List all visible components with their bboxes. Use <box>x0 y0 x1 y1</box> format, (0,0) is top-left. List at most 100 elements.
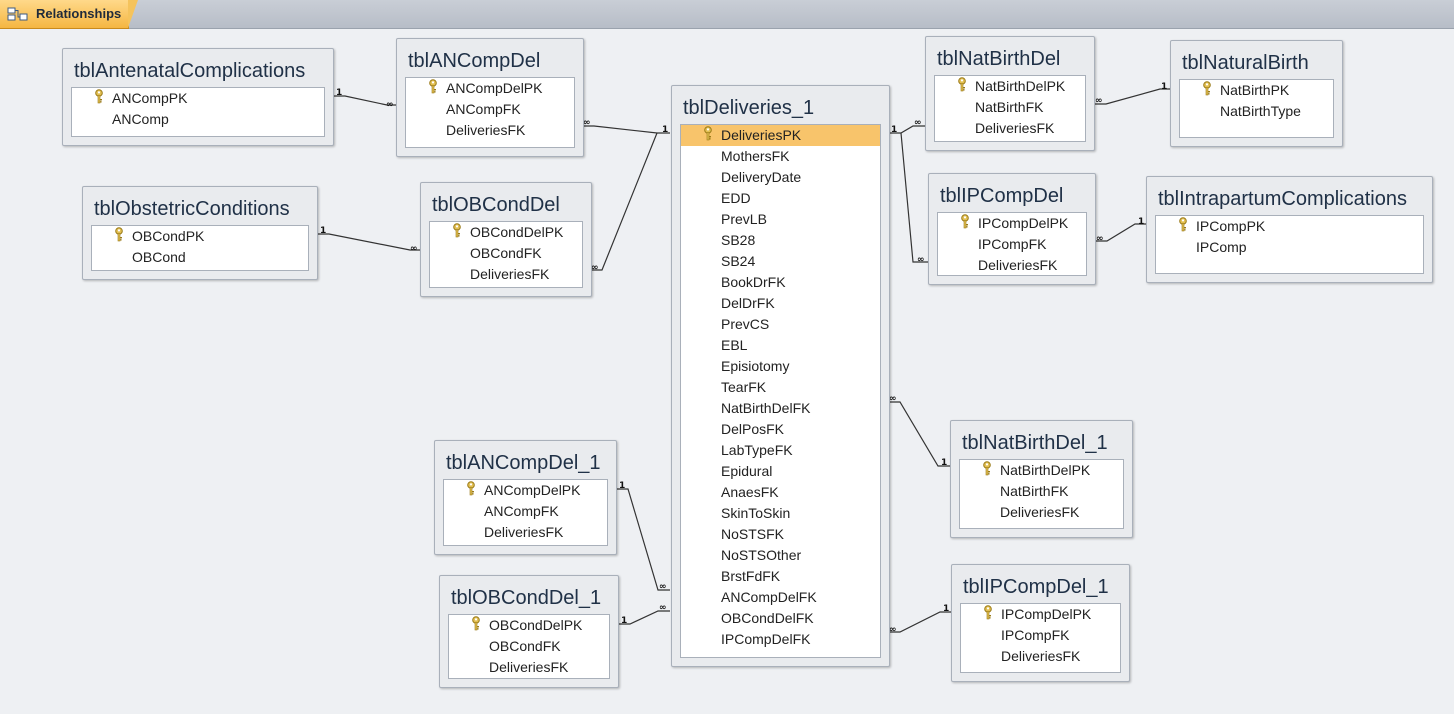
field-item[interactable]: IPComp <box>1156 237 1423 258</box>
cardinality-many: ∞ <box>591 263 599 273</box>
field-item[interactable]: ANCompDelFK <box>681 587 880 608</box>
field-item[interactable]: OBCond <box>92 247 308 268</box>
field-item[interactable]: SB28 <box>681 230 880 251</box>
field-item[interactable]: DelPosFK <box>681 419 880 440</box>
field-item[interactable]: DeliveriesFK <box>960 502 1123 523</box>
field-item[interactable]: BookDrFK <box>681 272 880 293</box>
field-item[interactable]: NatBirthFK <box>935 97 1085 118</box>
field-item[interactable]: DeliveriesFK <box>430 264 582 285</box>
field-item[interactable]: DeliveryDate <box>681 167 880 188</box>
primary-key-field[interactable]: OBCondDelPK <box>449 615 609 636</box>
field-name: BookDrFK <box>721 274 786 290</box>
primary-key-field[interactable]: NatBirthDelPK <box>935 76 1085 97</box>
field-item[interactable]: EDD <box>681 188 880 209</box>
field-name: OBCondDelPK <box>489 617 583 633</box>
field-item[interactable]: ANCompFK <box>406 99 574 120</box>
cardinality-one: 1 <box>320 226 327 236</box>
primary-key-field[interactable]: DeliveriesPK <box>681 125 880 146</box>
field-item[interactable]: DeliveriesFK <box>449 657 609 678</box>
field-item[interactable]: IPCompFK <box>938 234 1086 255</box>
table-title: tblIPCompDel_1 <box>963 576 1109 598</box>
field-item[interactable]: DeliveriesFK <box>961 646 1120 667</box>
rel-ancompdel1-deliveries <box>616 488 670 591</box>
field-list[interactable]: OBCondPK OBCond <box>91 225 309 271</box>
field-name: DeliveriesPK <box>721 127 802 143</box>
field-item[interactable]: ANComp <box>72 109 324 130</box>
primary-key-field[interactable]: ANCompDelPK <box>444 480 607 501</box>
primary-key-field[interactable]: OBCondDelPK <box>430 222 582 243</box>
field-item[interactable]: NoSTSOther <box>681 545 880 566</box>
field-item[interactable]: Episiotomy <box>681 356 880 377</box>
primary-key-field[interactable]: ANCompDelPK <box>406 78 574 99</box>
table-title: tblNatBirthDel_1 <box>962 432 1108 454</box>
primary-key-field[interactable]: NatBirthPK <box>1180 80 1333 101</box>
field-item[interactable]: EBL <box>681 335 880 356</box>
primary-key-field[interactable]: IPCompDelPK <box>938 213 1086 234</box>
field-item[interactable]: AnaesFK <box>681 482 880 503</box>
field-item[interactable]: LabTypeFK <box>681 440 880 461</box>
field-item[interactable]: OBCondDelFK <box>681 608 880 629</box>
table-title: tblOBCondDel_1 <box>451 587 602 609</box>
field-item[interactable]: NatBirthType <box>1180 101 1333 122</box>
field-item[interactable]: TearFK <box>681 377 880 398</box>
field-name: BrstFdFK <box>721 568 781 584</box>
field-name: Epidural <box>721 463 773 479</box>
field-name: OBCondPK <box>132 228 205 244</box>
field-item[interactable]: IPCompDelFK <box>681 629 880 650</box>
primary-key-field[interactable]: NatBirthDelPK <box>960 460 1123 481</box>
field-item[interactable]: NatBirthFK <box>960 481 1123 502</box>
cardinality-one: 1 <box>1138 217 1145 227</box>
field-item[interactable]: SkinToSkin <box>681 503 880 524</box>
primary-key-field[interactable]: IPCompPK <box>1156 216 1423 237</box>
field-item[interactable]: ANCompFK <box>444 501 607 522</box>
field-item[interactable]: DeliveriesFK <box>406 120 574 141</box>
field-item[interactable]: DeliveriesFK <box>444 522 607 543</box>
field-item[interactable]: BrstFdFK <box>681 566 880 587</box>
field-item[interactable]: OBCondFK <box>449 636 609 657</box>
field-item[interactable]: IPCompFK <box>961 625 1120 646</box>
primary-key-field[interactable]: ANCompPK <box>72 88 324 109</box>
field-item[interactable]: SB24 <box>681 251 880 272</box>
field-name: DeliveriesFK <box>484 524 564 540</box>
field-item[interactable]: NatBirthDelFK <box>681 398 880 419</box>
field-item[interactable]: DeliveriesFK <box>935 118 1085 139</box>
primary-key-field[interactable]: IPCompDelPK <box>961 604 1120 625</box>
field-item[interactable]: PrevCS <box>681 314 880 335</box>
field-item[interactable]: DeliveriesFK <box>938 255 1086 276</box>
field-list[interactable]: NatBirthDelPK NatBirthFK DeliveriesFK <box>934 75 1086 142</box>
field-item[interactable]: MothersFK <box>681 146 880 167</box>
field-item[interactable]: NoSTSFK <box>681 524 880 545</box>
field-item[interactable]: Epidural <box>681 461 880 482</box>
tab-relationships[interactable]: Relationships <box>0 0 138 29</box>
field-item[interactable]: PrevLB <box>681 209 880 230</box>
field-item[interactable]: OBCondFK <box>430 243 582 264</box>
primary-key-field[interactable]: OBCondPK <box>92 226 308 247</box>
cardinality-many: ∞ <box>583 118 591 128</box>
field-item[interactable]: DelDrFK <box>681 293 880 314</box>
field-name: NatBirthFK <box>975 99 1044 115</box>
